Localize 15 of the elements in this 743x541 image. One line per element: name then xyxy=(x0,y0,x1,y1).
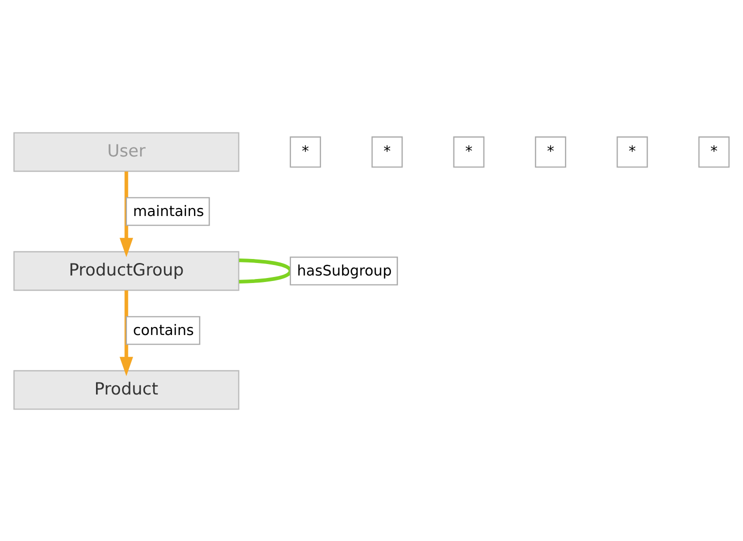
node-box: Product xyxy=(13,370,240,410)
label: * xyxy=(384,143,391,160)
label: * xyxy=(628,143,636,160)
label: * xyxy=(710,143,718,160)
arrow xyxy=(120,170,134,257)
arrow xyxy=(120,290,134,376)
node-box: ProductGroup xyxy=(13,250,240,290)
node-box: User xyxy=(13,132,240,172)
connector xyxy=(239,258,292,283)
edge-label: hasSubgroup xyxy=(296,262,392,279)
edge-label: contains xyxy=(132,322,194,338)
edge-label: maintains xyxy=(132,203,204,220)
label: * xyxy=(465,143,472,160)
label: * xyxy=(546,143,554,160)
label: * xyxy=(302,143,310,160)
